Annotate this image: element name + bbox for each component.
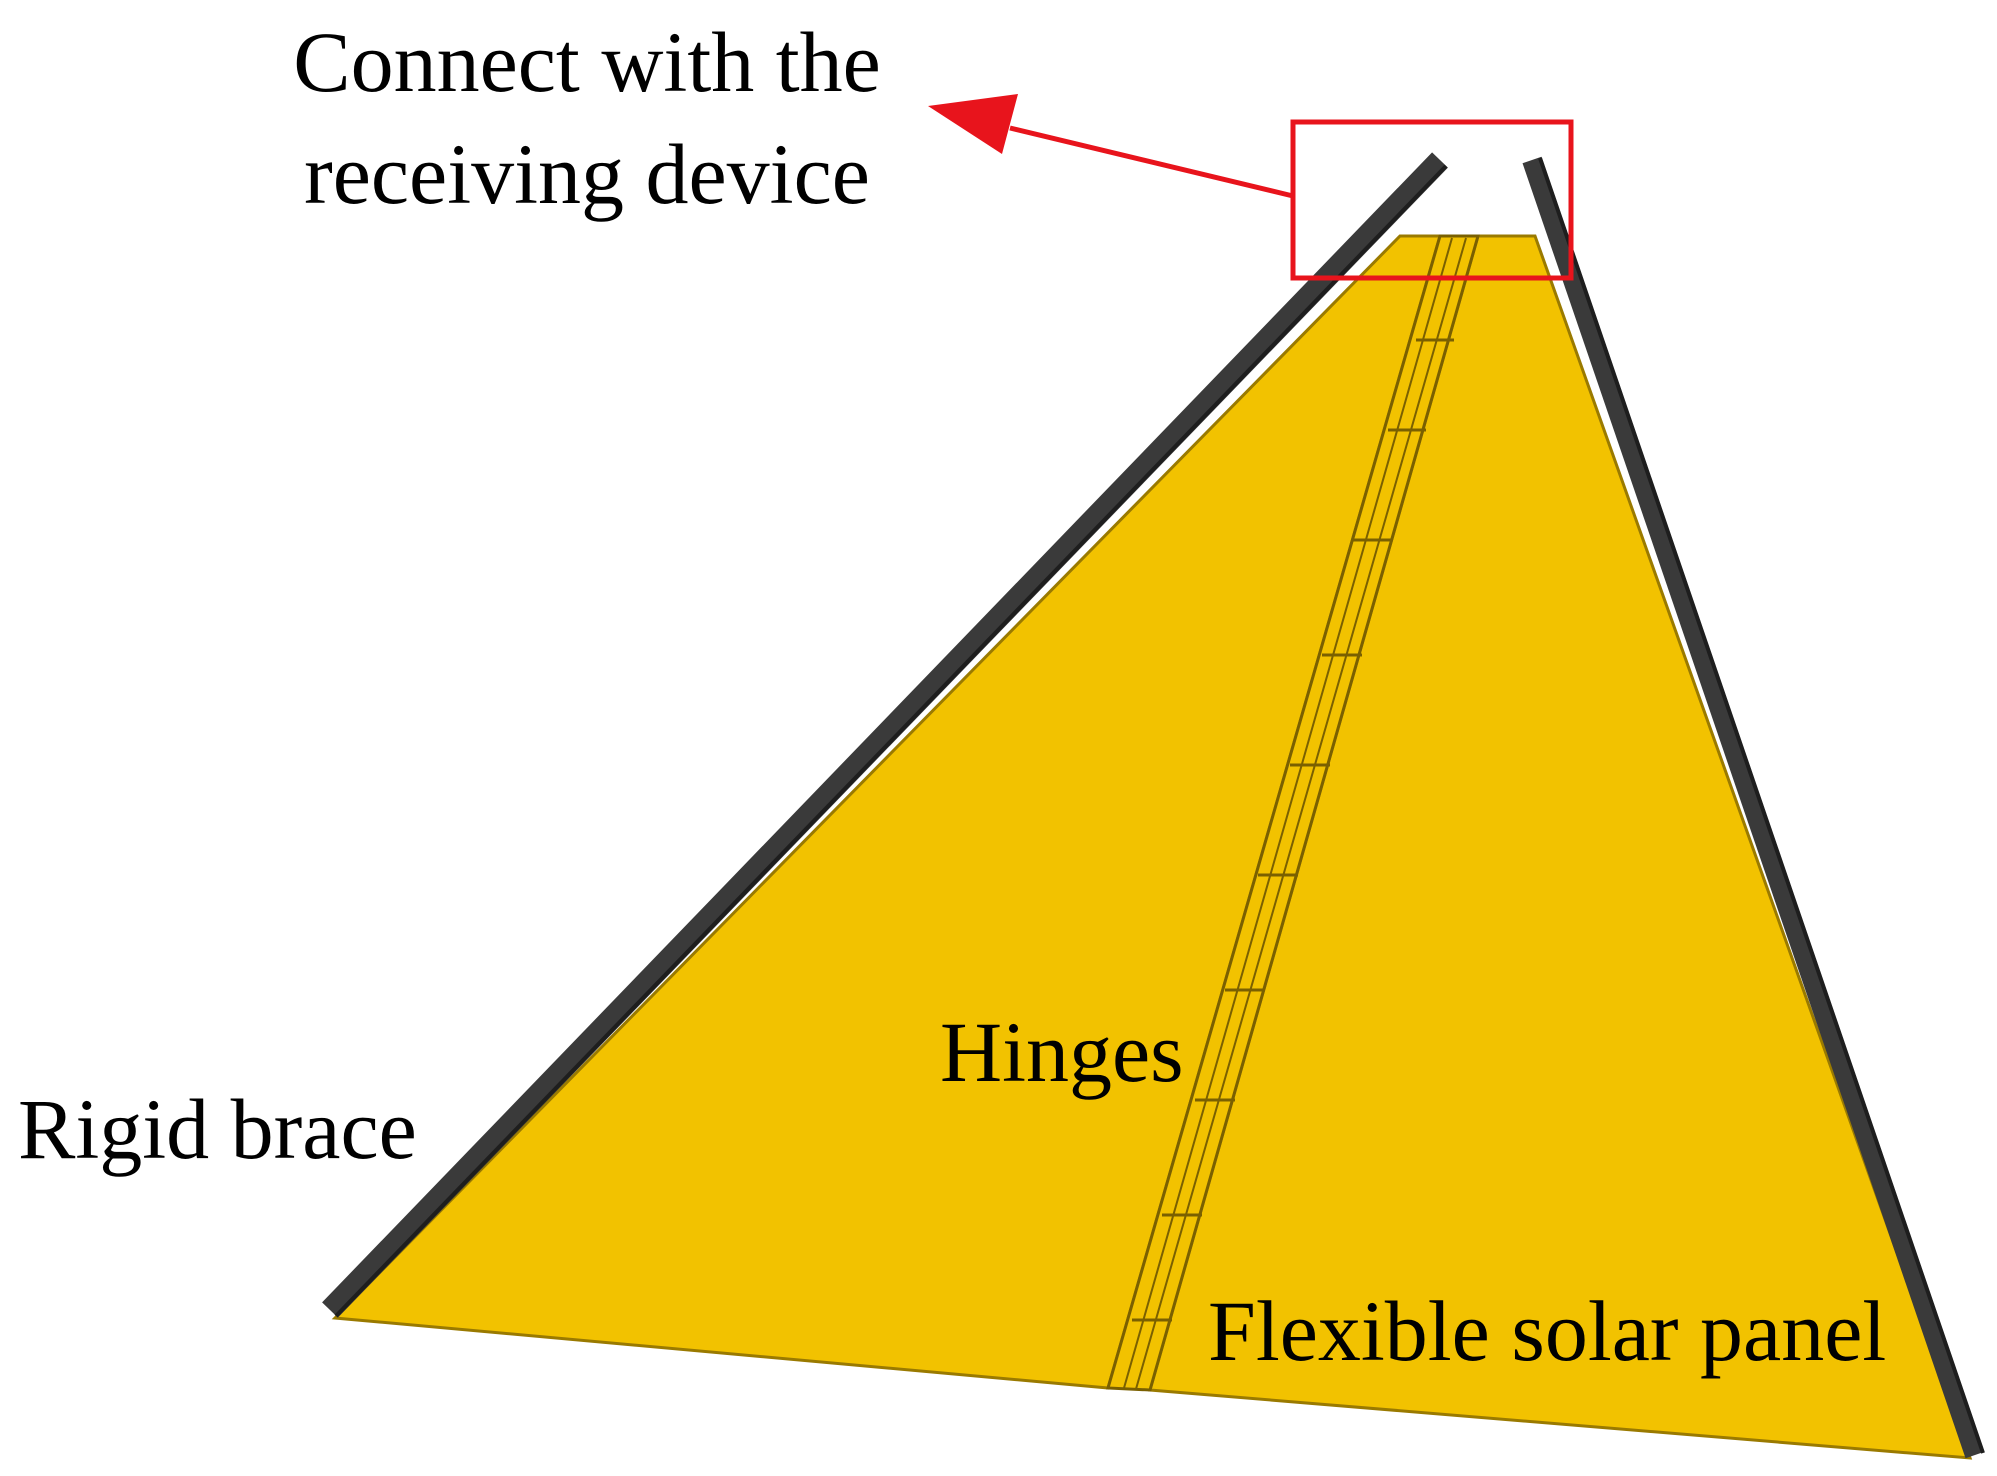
- connection-highlight-box: [1290, 119, 1574, 281]
- connection-arrow-head: [928, 94, 1018, 154]
- label-flexible-solar-panel: Flexible solar panel: [1208, 1283, 1886, 1379]
- rigid-brace-right-edge: [1538, 157, 1985, 1454]
- rigid-brace-right: [1522, 156, 1985, 1459]
- rigid-brace-left-edge: [334, 164, 1448, 1318]
- rigid-brace-left: [322, 152, 1448, 1318]
- label-connect-line2: receiving device: [304, 126, 870, 222]
- hinge-segments: [1132, 338, 1454, 1322]
- label-hinges: Hinges: [940, 1004, 1184, 1100]
- label-rigid-brace: Rigid brace: [18, 1081, 417, 1177]
- label-connect-line1: Connect with the: [293, 14, 881, 110]
- connection-arrow-shaft: [1009, 125, 1294, 199]
